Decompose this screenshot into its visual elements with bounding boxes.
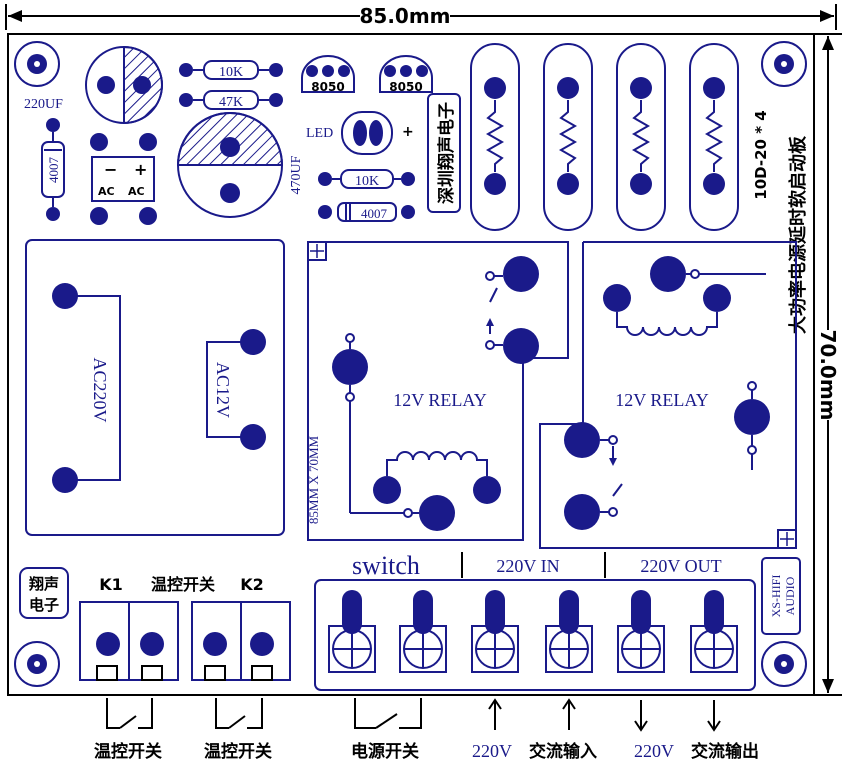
terminal-6	[690, 590, 738, 673]
terminal-3	[471, 590, 519, 673]
connector-k1	[79, 601, 179, 681]
power-switch-symbol	[354, 698, 422, 729]
brand-box: 深圳翔声电子	[427, 93, 461, 213]
bottom-temp1-label: 温控开关	[94, 741, 162, 762]
xs-line1: XS-HIFI	[769, 575, 783, 618]
resistor-47k: 47K	[179, 90, 283, 110]
terminal-block: switch 220V IN 220V OUT	[314, 551, 756, 691]
transistor-8050-right: 8050	[379, 55, 433, 94]
led-label: LED	[306, 126, 333, 141]
bridge-ac1: AC	[98, 185, 115, 198]
mounting-hole-tr	[761, 41, 807, 87]
r1-label: 10K	[219, 65, 243, 80]
diode2-label: 4007	[361, 206, 388, 221]
height-dimension: 70.0mm	[814, 33, 842, 696]
bottom-temp2-label: 温控开关	[204, 741, 272, 762]
arrow-out-1	[634, 700, 648, 732]
size-label: 85MM X 70MM	[306, 435, 321, 524]
terminal-4	[545, 590, 593, 673]
diode-4007-left: 4007	[41, 118, 65, 221]
thermistors	[470, 43, 739, 231]
switch-label: switch	[352, 551, 420, 580]
brand-vertical-label: 深圳翔声电子	[436, 102, 457, 204]
height-label: 70.0mm	[816, 329, 840, 420]
mounting-hole-tl	[14, 41, 60, 87]
thermistor-4	[689, 43, 739, 231]
terminal-1	[328, 590, 376, 673]
brand-box-small: 翔声 电子	[19, 567, 69, 619]
bridge-rectifier: − + AC AC	[90, 133, 157, 225]
bridge-plus: +	[134, 160, 147, 179]
r3-label: 10K	[355, 174, 379, 189]
bottom-ac-out-label: 交流输出	[691, 741, 759, 762]
temp-switch-symbol-2	[215, 698, 263, 729]
transformer-primary-label: AC220V	[90, 357, 110, 422]
k2-label: K2	[240, 575, 264, 594]
relay-right-label: 12V RELAY	[615, 390, 709, 410]
diode1-label: 4007	[46, 157, 61, 184]
bridge-ac2: AC	[128, 185, 145, 198]
bottom-power-label: 电源开关	[351, 741, 419, 762]
transistor2-label: 8050	[389, 80, 422, 94]
thermistor-spec-label: 10D-20 * 4	[752, 110, 770, 199]
capacitor-220uf: 220UF	[24, 45, 163, 125]
led-plus: +	[402, 124, 414, 140]
diode-4007-right: 4007	[318, 202, 415, 222]
width-label: 85.0mm	[359, 4, 450, 28]
out-label: 220V OUT	[640, 556, 721, 576]
arrow-in-1	[488, 698, 502, 730]
r2-label: 47K	[219, 95, 243, 110]
resistor-10k-lower: 10K	[318, 169, 415, 189]
xs-line2: AUDIO	[783, 576, 797, 615]
terminal-2	[399, 590, 447, 673]
resistor-10k-top: 10K	[179, 60, 283, 80]
transistor-8050-left: 8050	[301, 55, 355, 94]
brand-box-line1: 翔声	[28, 575, 59, 593]
brand-box-line2: 电子	[29, 596, 59, 614]
arrow-in-2	[562, 698, 576, 730]
board-title-label: 大功率电源延时软启动板	[787, 135, 809, 334]
temp-switch-symbol-1	[106, 698, 153, 729]
thermistor-1	[470, 43, 520, 231]
thermistor-2	[543, 43, 593, 231]
thermistor-3	[616, 43, 666, 231]
capacitor-470uf: 470UF	[176, 112, 304, 218]
k1-label: K1	[99, 575, 123, 594]
transistor1-label: 8050	[311, 80, 344, 94]
cap-small-label: 220UF	[24, 97, 63, 112]
cap-large-label: 470UF	[289, 155, 304, 194]
bottom-ac-in-voltage: 220V	[472, 741, 512, 761]
connector-k2	[191, 601, 291, 681]
bottom-ac-in-label: 交流输入	[529, 741, 597, 762]
relay-left-label: 12V RELAY	[393, 390, 487, 410]
mounting-hole-bl	[14, 641, 60, 687]
bottom-ac-out-voltage: 220V	[634, 741, 674, 761]
width-dimension: 85.0mm	[5, 4, 837, 30]
arrow-out-2	[707, 700, 721, 732]
transformer-secondary-label: AC12V	[213, 362, 233, 418]
led: LED +	[306, 111, 414, 155]
bridge-minus: −	[104, 160, 117, 179]
mounting-hole-br	[761, 641, 807, 687]
transformer: AC220V AC12V	[25, 239, 285, 536]
board-outline	[7, 33, 815, 696]
in-label: 220V IN	[496, 556, 559, 576]
xs-hifi-box: XS-HIFI AUDIO	[761, 557, 801, 635]
terminal-5	[617, 590, 665, 673]
relay-right: 12V RELAY	[539, 241, 797, 549]
relay-left: 85MM X 70MM 12V RELAY	[306, 241, 569, 541]
temp-ctrl-top-label: 温控开关	[150, 575, 215, 594]
